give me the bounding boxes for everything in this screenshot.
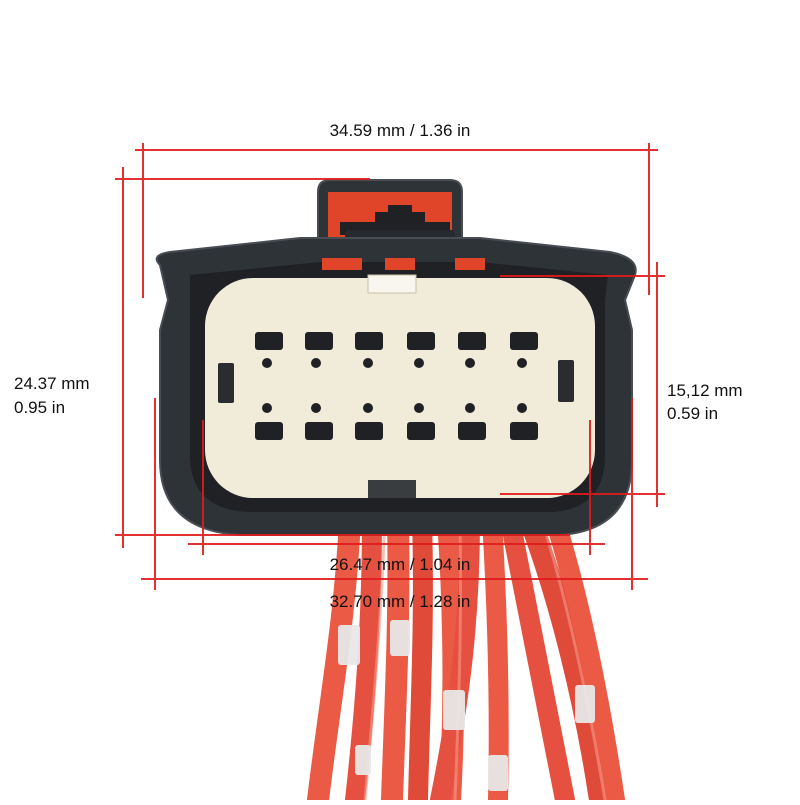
wire-bundle <box>307 509 625 805</box>
inner-width-label: 26.47 mm / 1.04 in <box>329 555 471 574</box>
connector-housing <box>155 179 637 536</box>
overall-height-mm-label: 24.37 mm <box>14 374 90 393</box>
overall-height-in-label: 0.95 in <box>14 398 66 417</box>
wire-markers <box>338 620 595 791</box>
overall-width-label: 34.59 mm / 1.36 in <box>329 121 471 140</box>
outer-body-width-label: 32.70 mm / 1.28 in <box>329 592 471 611</box>
pin-row-bottom <box>255 403 538 440</box>
pin-row-top <box>255 332 538 368</box>
pin-cavities <box>255 332 538 440</box>
insert-height-in-label: 0.59 in <box>667 404 719 423</box>
dimension-lines <box>115 143 665 590</box>
insert-height-mm-label: 15,12 mm <box>667 381 743 400</box>
